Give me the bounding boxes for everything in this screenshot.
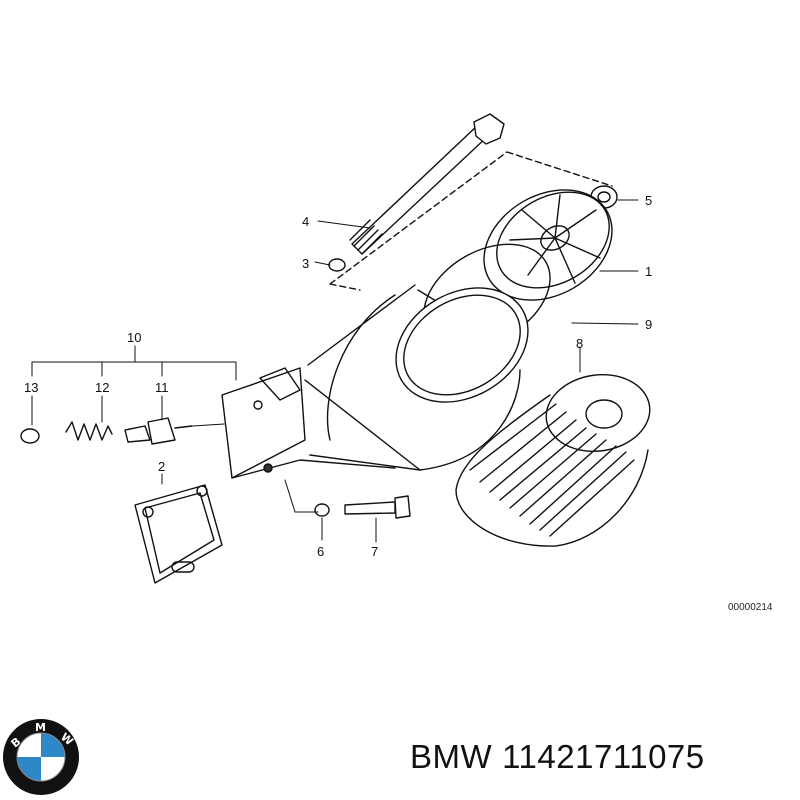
callout-3: 3 — [302, 256, 309, 271]
assembly-dashed-line — [329, 151, 613, 291]
callout-11: 11 — [155, 380, 169, 395]
bmw-logo: B M W — [3, 719, 79, 795]
callout-7: 7 — [371, 544, 378, 559]
screw-part-7 — [344, 495, 411, 519]
callout-13: 13 — [24, 380, 38, 395]
drawing-code: 00000214 — [728, 602, 773, 613]
spring-part-12 — [65, 421, 113, 441]
callout-6: 6 — [317, 544, 324, 559]
callout-9: 9 — [645, 317, 652, 332]
filter-cover-part-1 — [483, 189, 613, 301]
callout-8: 8 — [576, 336, 583, 351]
callout-10: 10 — [127, 330, 141, 345]
callout-1: 1 — [645, 264, 652, 279]
washer-part-3 — [328, 258, 346, 272]
callout-12: 12 — [95, 380, 109, 395]
leader-lines — [31, 199, 639, 543]
part-number: 11421711075 — [502, 738, 705, 775]
circlip-part-13 — [20, 428, 40, 444]
svg-text:M: M — [35, 721, 46, 734]
gasket-part-2 — [134, 484, 223, 584]
filter-housing — [221, 284, 529, 479]
filter-element-part-8 — [455, 373, 651, 547]
washer-part-6 — [314, 503, 330, 517]
brand-name: BMW — [410, 738, 493, 775]
callout-5: 5 — [645, 193, 652, 208]
callout-4: 4 — [302, 214, 309, 229]
bolt-part-4 — [349, 113, 505, 255]
valve-part-11 — [124, 417, 193, 445]
callout-2: 2 — [158, 459, 165, 474]
